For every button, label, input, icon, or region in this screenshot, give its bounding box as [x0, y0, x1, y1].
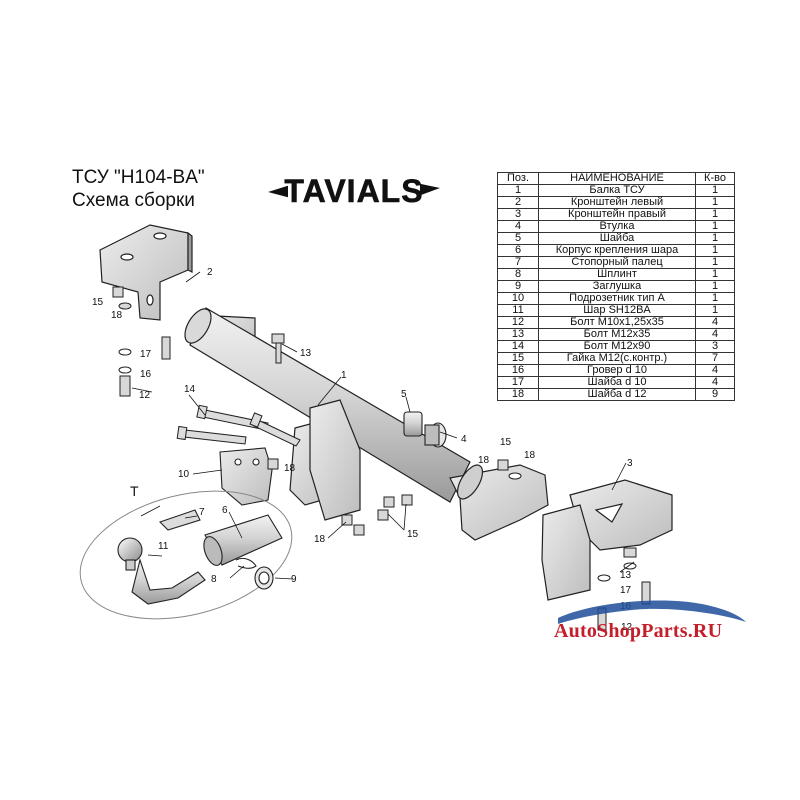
- callout-10: 10: [178, 469, 190, 480]
- callout-9: 9: [291, 574, 297, 585]
- callout-5: 5: [401, 389, 407, 400]
- callout-17-left: 17: [140, 349, 152, 360]
- callout-12-right: 12: [621, 622, 633, 633]
- callout-16-left: 16: [140, 369, 152, 380]
- leader-lines: [131, 271, 635, 580]
- callout-18-socket: 18: [284, 463, 296, 474]
- brand-logo: TAVIALS: [268, 172, 440, 209]
- cell-qty: 4: [695, 376, 735, 389]
- title-block: ТСУ "H104-BA" Схема сборки: [72, 166, 205, 212]
- hardware: [112, 286, 651, 631]
- cell-qty: 1: [695, 184, 735, 197]
- logo-text: TAVIALS: [284, 173, 423, 209]
- callout-6: 6: [222, 505, 228, 516]
- diagram-title: ТСУ "H104-BA": [72, 167, 205, 188]
- callout-18-right: 18: [524, 450, 536, 461]
- callout-8: 8: [211, 574, 217, 585]
- callout-11: 11: [158, 541, 169, 552]
- callout-13-right: 13: [620, 570, 632, 581]
- left-bracket: [99, 224, 193, 321]
- watermark-swoosh: [558, 600, 746, 624]
- callout-18-lower: 18: [314, 534, 326, 545]
- cell-qty: 1: [695, 268, 735, 281]
- long-bolts: [176, 404, 301, 447]
- callout-14: 14: [184, 384, 196, 395]
- cell-qty: 9: [695, 388, 735, 401]
- cell-pos: 18: [497, 388, 539, 401]
- callout-1: 1: [341, 370, 347, 381]
- ball-mount-group-outline: [79, 490, 293, 620]
- ball-mount: [117, 509, 283, 605]
- right-bracket: [541, 479, 673, 601]
- callout-2: 2: [207, 267, 213, 278]
- socket-plate: [219, 447, 273, 506]
- callout-15-left: 15: [92, 297, 104, 308]
- callout-17-right: 17: [620, 585, 632, 596]
- callout-13-left: 13: [300, 348, 312, 359]
- diagram-subtitle: Схема сборки: [72, 190, 195, 211]
- callout-4: 4: [461, 434, 467, 445]
- callout-3: 3: [627, 458, 633, 469]
- callout-group-t: T: [130, 483, 139, 499]
- watermark-text: AutoShopParts.RU: [554, 620, 723, 642]
- callout-7: 7: [199, 507, 205, 518]
- bushing: [403, 411, 447, 448]
- callout-15-lower: 15: [407, 529, 419, 540]
- callout-15-right: 15: [500, 437, 512, 448]
- callouts: 2 3 1 4 5 6 7 8 9 10 11 12 12 13 13 14 1…: [92, 267, 633, 633]
- main-beam: [184, 307, 549, 541]
- callout-12-left: 12: [139, 390, 151, 401]
- callout-18-left: 18: [111, 310, 123, 321]
- cell-name: Шайба d 12: [538, 388, 696, 401]
- callout-18-tube: 18: [478, 455, 490, 466]
